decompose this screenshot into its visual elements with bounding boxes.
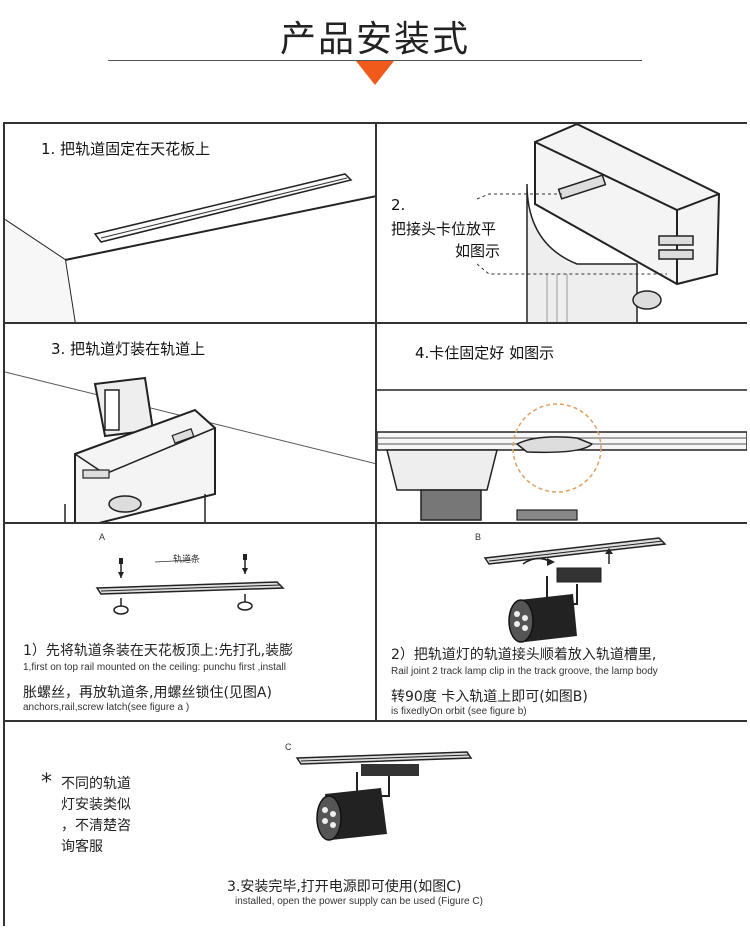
- step-3-label: 3. 把轨道灯装在轨道上: [51, 340, 206, 358]
- lamp-install-illustration: [5, 371, 375, 522]
- panel-step-2: 2. 把接头卡位放平 如图示: [377, 124, 747, 324]
- figure-c-tag: C: [285, 742, 292, 752]
- rail-strip-label: 轨道条: [173, 554, 201, 564]
- note-line-4: 询客服: [61, 839, 103, 855]
- step-2-number: 2.: [391, 196, 406, 214]
- header: 产品安装式: [0, 0, 750, 110]
- step-4-label: 4.卡住固定好 如图示: [415, 344, 555, 362]
- note-line-1: 不同的轨道: [61, 776, 131, 792]
- note-line-2: 灯安装类似: [61, 797, 131, 813]
- panel-figure-c: C * 不同的轨道 灯安装类似 ，不清楚咨 询客服 3.安装完毕,打开电源即可使…: [5, 722, 747, 926]
- instruction-grid: 1. 把轨道固定在天花板上 2. 把接头卡位放平 如图示: [3, 122, 747, 926]
- locked-rail-illustration: [377, 389, 747, 521]
- ceiling-rail-illustration: [5, 124, 375, 322]
- note-star: *: [41, 770, 52, 795]
- page-title: 产品安装式: [279, 19, 470, 60]
- panel-step-3: 3. 把轨道灯装在轨道上: [5, 324, 377, 524]
- note-line-3: ，不清楚咨: [61, 818, 131, 834]
- figure-b-cn-line-1: 2）把轨道灯的轨道接头顺着放入轨道槽里,: [391, 647, 657, 663]
- figure-b-tag: B: [475, 532, 482, 542]
- figure-b-en-line-2: is fixedlyOn orbit (see figure b): [391, 706, 527, 717]
- step-1-label: 1. 把轨道固定在天花板上: [41, 140, 211, 158]
- figure-a-en-line-1: 1,first on top rail mounted on the ceili…: [23, 662, 286, 673]
- figure-c-cn-line: 3.安装完毕,打开电源即可使用(如图C): [227, 879, 462, 895]
- step-2-line-1: 把接头卡位放平: [391, 220, 497, 238]
- figure-a-tag: A: [99, 532, 106, 542]
- installed-lamp-illustration: [295, 751, 473, 841]
- panel-figure-a: A 轨道条 1）先将轨道条装在天花板顶上:先打孔,装膨 1,first on t…: [5, 524, 377, 722]
- down-arrow-icon: [356, 61, 394, 85]
- figure-b-cn-line-2: 转90度 卡入轨道上即可(如图B): [391, 689, 588, 705]
- figure-c-en-line: installed, open the power supply can be …: [235, 896, 483, 907]
- panel-step-4: 4.卡住固定好 如图示: [377, 324, 747, 524]
- panel-step-1: 1. 把轨道固定在天花板上: [5, 124, 377, 324]
- connector-illustration: [476, 124, 721, 322]
- title-rule: [108, 60, 642, 61]
- step-2-line-2: 如图示: [455, 242, 501, 260]
- figure-b-en-line-1: Rail joint 2 track lamp clip in the trac…: [391, 666, 658, 677]
- panel-figure-b: B 2）把轨道灯的轨道接头顺着放入轨道槽里, Rail joint 2 trac…: [377, 524, 747, 722]
- lamp-rotate-illustration: [483, 537, 667, 643]
- figure-a-en-line-2: anchors,rail,screw latch(see figure a ): [23, 702, 190, 713]
- figure-a-cn-line-2: 胀螺丝，再放轨道条,用螺丝锁住(见图A): [23, 685, 272, 701]
- figure-a-cn-line-1: 1）先将轨道条装在天花板顶上:先打孔,装膨: [23, 643, 294, 659]
- rail-screw-illustration: [95, 554, 285, 615]
